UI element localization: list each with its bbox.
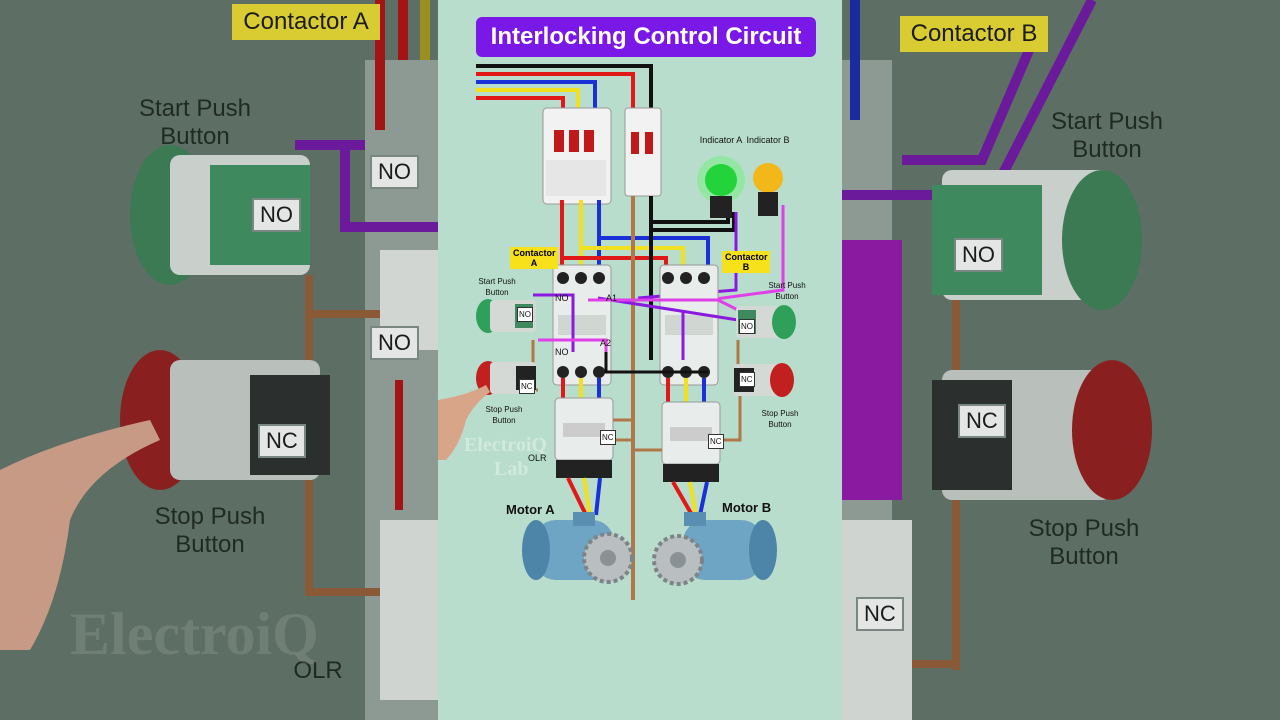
contactor-a-body xyxy=(552,264,612,386)
left-no-tag-a: NO xyxy=(370,155,419,189)
wiring-diagram xyxy=(438,64,796,600)
left-olr-label: OLR xyxy=(293,657,343,684)
left-no-tag-b: NO xyxy=(252,198,301,232)
diagram-title: Interlocking Control Circuit xyxy=(476,17,816,57)
left-no-tag-c: NO xyxy=(370,326,419,360)
no-tag-start-left: NO xyxy=(517,307,533,322)
mcb-breaker xyxy=(542,107,612,205)
olr-a-body xyxy=(554,397,614,478)
motor-b xyxy=(652,512,777,586)
right-start-label: Start Push Button xyxy=(1050,108,1164,163)
right-nc-tag-a: NC xyxy=(958,404,1006,438)
pointing-hand xyxy=(438,385,490,460)
nc-tag-olr-a: NC xyxy=(600,430,616,445)
contactor-b-body xyxy=(659,264,719,386)
left-watermark: ElectroiQ xyxy=(70,601,319,667)
right-background-panel: Contactor B Start Push Button NO NC Stop… xyxy=(842,0,1280,720)
indicator-a-label: Indicator A xyxy=(699,135,743,145)
left-background-panel: Contactor A Start Push Button NO NO NO N… xyxy=(0,0,438,720)
start-left-label: Start Push Button xyxy=(478,277,516,297)
indicator-b-label: Indicator B xyxy=(746,135,790,145)
contactor-a-tag: Contactor A xyxy=(510,247,558,269)
left-nc-tag: NC xyxy=(258,424,306,458)
motor-a xyxy=(522,512,634,584)
indicator-b-lamp xyxy=(753,163,783,216)
nc-tag-olr-b: NC xyxy=(708,434,724,449)
nc-tag-stop-left: NC xyxy=(519,379,535,394)
motor-a-label: Motor A xyxy=(506,502,555,517)
no-tag-start-right: NO xyxy=(739,319,755,334)
motor-b-label: Motor B xyxy=(722,500,772,515)
start-right-label: Start Push Button xyxy=(768,281,806,301)
left-start-label: Start Push Button xyxy=(138,95,252,150)
a1-terminal-label: A1 xyxy=(606,293,618,303)
contactor-b-tag: Contactor B xyxy=(722,251,770,273)
indicator-a-lamp xyxy=(697,156,745,218)
a2-terminal-label: A2 xyxy=(600,338,612,348)
olr-label: OLR xyxy=(528,453,547,463)
stop-right-label: Stop Push Button xyxy=(761,409,799,429)
watermark-line-2: Lab xyxy=(494,458,529,480)
right-contactor-tag: Contactor B xyxy=(900,16,1048,52)
left-stop-label: Stop Push Button xyxy=(154,503,266,558)
stop-left-label: Stop Push Button xyxy=(485,405,523,425)
right-nc-tag-b: NC xyxy=(856,597,904,631)
supply-wires xyxy=(476,64,653,108)
no-tag-contactor-a-bottom: NO xyxy=(555,347,569,357)
nc-tag-stop-right: NC xyxy=(739,372,755,387)
left-contactor-tag: Contactor A xyxy=(232,4,380,40)
circuit-diagram: Interlocking Control Circuit Contactor A… xyxy=(438,0,842,720)
right-no-tag: NO xyxy=(954,238,1003,272)
no-tag-contactor-a-top: NO xyxy=(555,293,569,303)
right-stop-label: Stop Push Button xyxy=(1028,515,1140,570)
watermark-line-1: ElectroiQ xyxy=(464,434,547,456)
spn-breaker xyxy=(624,107,662,197)
olr-b-body xyxy=(661,401,721,482)
